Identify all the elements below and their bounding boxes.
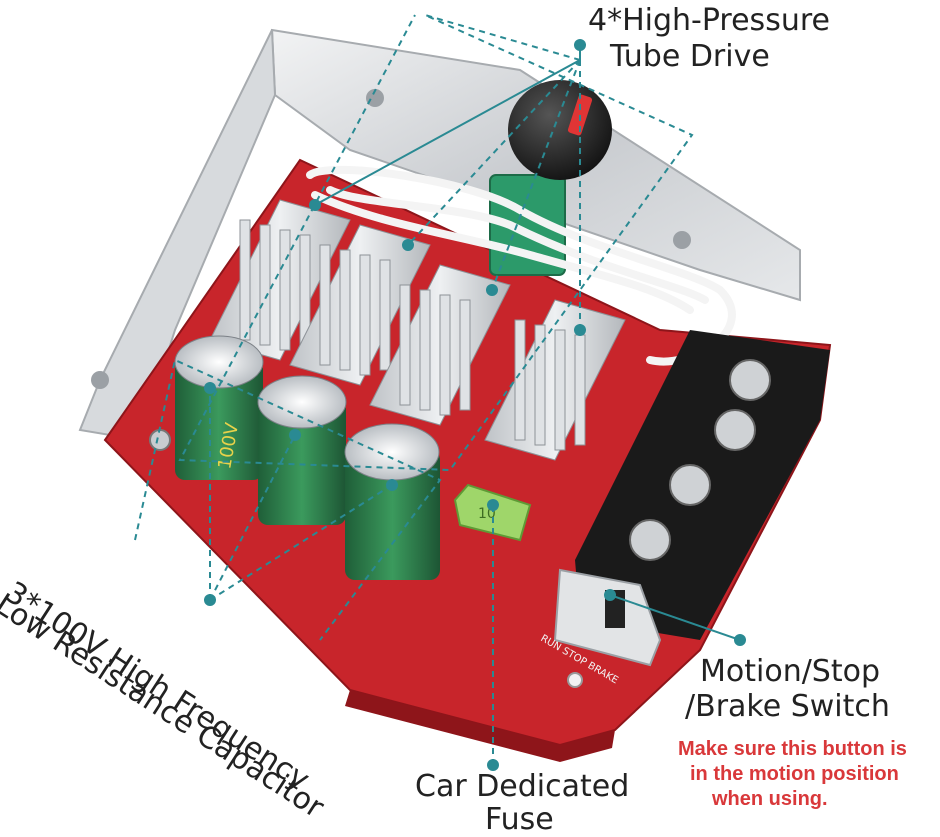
warning-line2: in the motion position bbox=[690, 763, 899, 785]
tube-drive-label-line1: 4*High-Pressure bbox=[588, 3, 830, 38]
fuse-label-line1: Car Dedicated bbox=[415, 769, 630, 804]
tube-drive-label-line2: Tube Drive bbox=[610, 39, 770, 74]
capacitor-label: 3*100V High Frequency Low Resistance Cap… bbox=[0, 575, 330, 825]
switch-label-line2: /Brake Switch bbox=[685, 689, 890, 724]
fuse-label-line2: Fuse bbox=[485, 802, 554, 837]
heatsinks bbox=[209, 199, 626, 461]
terminal-block bbox=[575, 330, 830, 640]
warning-line1: Make sure this button is bbox=[678, 738, 907, 760]
callout-dots bbox=[204, 39, 746, 771]
warning-line3: when using. bbox=[712, 788, 828, 810]
switch-label-line1: Motion/Stop bbox=[700, 654, 881, 689]
